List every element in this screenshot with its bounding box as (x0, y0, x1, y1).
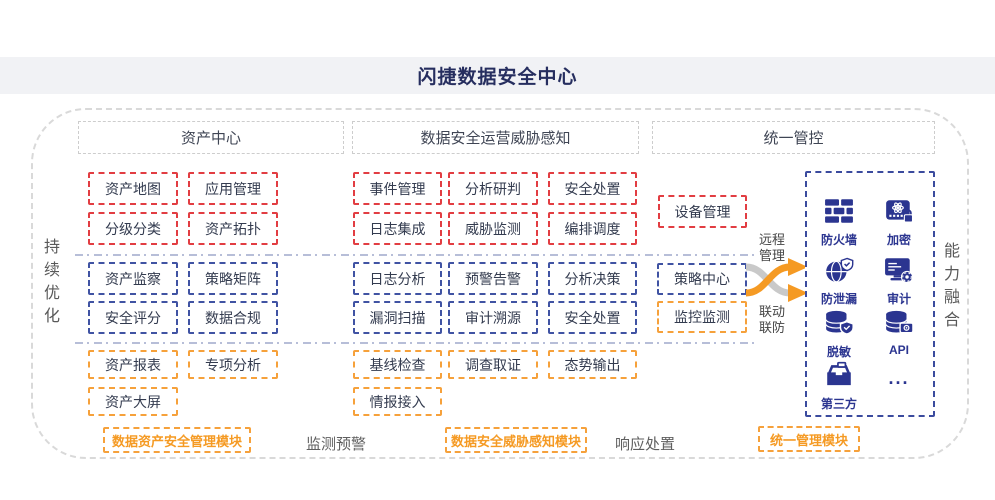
capability-third-party: 第三方 (810, 360, 868, 412)
firewall-icon (825, 199, 853, 223)
module-unified-management: 统一管理模块 (758, 426, 860, 452)
column-header-label: 数据安全运营威胁感知 (420, 130, 571, 147)
box-log-analysis: 日志分析 (353, 262, 442, 295)
outer-dashed-frame (31, 108, 969, 459)
page-title: 闪捷数据安全中心 (417, 67, 578, 88)
box-investigation-forensics: 调查取证 (448, 350, 538, 379)
capability-label: 第三方 (820, 397, 857, 411)
box-baseline-check: 基线检查 (353, 350, 442, 379)
box-asset-report: 资产报表 (88, 350, 178, 379)
box-vulnerability-scan: 漏洞扫描 (353, 301, 442, 334)
title-band: 闪捷数据安全中心 (0, 57, 995, 94)
capability-firewall: 防火墙 (810, 196, 868, 248)
capability-label: 加密 (886, 233, 911, 247)
capability-label: 审计 (886, 292, 911, 306)
box-policy-center: 策略中心 (657, 263, 747, 295)
module-threat-perception: 数据安全威胁感知模块 (445, 427, 587, 453)
box-data-compliance: 数据合规 (188, 301, 278, 334)
section-divider-top (75, 254, 755, 256)
box-asset-inspection: 资产监察 (88, 262, 178, 295)
capability-label: 防泄漏 (820, 292, 857, 306)
box-situation-output: 态势输出 (548, 350, 637, 379)
section-divider-bottom (75, 342, 755, 344)
capability-audit: 审计 (870, 255, 928, 307)
box-security-score: 安全评分 (88, 301, 178, 334)
capability-label: 脱敏 (826, 345, 851, 359)
encryption-icon (886, 200, 914, 223)
box-security-disposal: 安全处置 (548, 172, 637, 205)
box-threat-monitoring: 威胁监测 (448, 212, 538, 245)
column-header-security-operations: 数据安全运营威胁感知 (352, 121, 639, 154)
box-asset-topology: 资产拓扑 (188, 212, 278, 245)
column-header-asset-center: 资产中心 (78, 121, 344, 154)
box-analysis-judgment: 分析研判 (448, 172, 538, 205)
box-analysis-decision: 分析决策 (548, 262, 637, 295)
column-header-label: 资产中心 (180, 130, 241, 147)
capability-leak-prevention: 防泄漏 (810, 255, 868, 307)
capability-data-masking: 脱敏 (810, 308, 868, 360)
column-header-label: 统一管控 (763, 130, 824, 147)
capability-label: API (888, 343, 909, 357)
box-intelligence-access: 情报接入 (353, 387, 442, 416)
box-event-management: 事件管理 (353, 172, 442, 205)
left-side-label: 持续优化 (41, 238, 58, 330)
third-party-icon (827, 361, 851, 386)
swap-arrows-icon (745, 258, 808, 302)
column-header-unified-control: 统一管控 (652, 121, 935, 154)
data-masking-icon (825, 310, 854, 335)
module-data-asset-security: 数据资产安全管理模块 (103, 427, 251, 453)
box-orchestration-scheduling: 编排调度 (548, 212, 637, 245)
monitor-warning-label: 监测预警 (306, 436, 367, 453)
box-app-management: 应用管理 (188, 172, 278, 205)
capability-encryption: 加密 (870, 196, 928, 248)
box-log-integration: 日志集成 (353, 212, 442, 245)
remote-management-label: 远程管理 (758, 232, 785, 263)
box-security-disposal-2: 安全处置 (548, 301, 637, 334)
leak-prevention-icon (826, 257, 854, 283)
more-icon: ... (888, 368, 910, 388)
box-device-management: 设备管理 (658, 195, 747, 228)
right-side-label: 能力融合 (941, 242, 958, 334)
response-disposal-label: 响应处置 (615, 436, 676, 453)
capability-label: 防火墙 (820, 233, 857, 247)
capability-api: API (870, 308, 928, 357)
box-early-warning-alert: 预警告警 (448, 262, 538, 295)
api-icon (885, 310, 914, 334)
box-monitoring-detection: 监控监测 (657, 301, 747, 333)
audit-icon (885, 258, 914, 284)
box-asset-map: 资产地图 (88, 172, 178, 205)
box-special-analysis: 专项分析 (188, 350, 278, 379)
box-grading-classification: 分级分类 (88, 212, 178, 245)
box-asset-dashboard: 资产大屏 (88, 387, 178, 416)
joint-defense-label: 联动联防 (758, 304, 785, 335)
box-policy-matrix: 策略矩阵 (188, 262, 278, 295)
box-audit-tracing: 审计溯源 (448, 301, 538, 334)
